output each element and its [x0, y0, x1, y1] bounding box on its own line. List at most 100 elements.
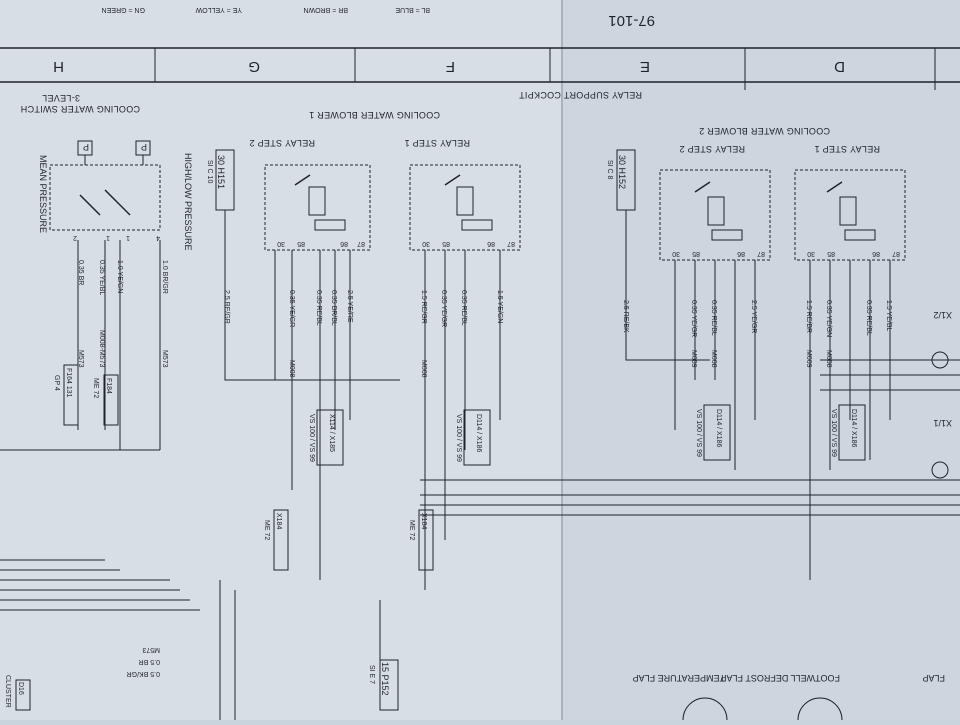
connector-h-a: F164 131: [65, 368, 72, 398]
wire-e-1: 2.5 RE/BK: [622, 300, 629, 333]
blower-2-title: COOLING WATER BLOWER 2: [699, 126, 830, 136]
cluster-id: D16: [17, 682, 24, 695]
relay-d-pin-85: 85: [827, 250, 835, 257]
relay-d-pin-30: 30: [807, 250, 815, 257]
wire-g-2: 0.35 YE/GR: [288, 290, 295, 327]
wire-harness: [0, 210, 960, 720]
wire-d-4: 1.5 YE/BL: [885, 300, 892, 332]
wire-h-2: 0.35 YE/BL: [98, 260, 105, 295]
wire-f-5: M008: [420, 360, 427, 378]
relay-e-pin-30: 30: [672, 250, 680, 257]
connector-f-a: D114 / X186: [475, 414, 482, 453]
connectors: F164 131 GP 4 F184 ME 72 X114 / X185 VS …: [4, 310, 952, 711]
wire-e-3: 0.35 RE/BL: [710, 300, 717, 336]
pressure-p-1: P: [141, 142, 147, 152]
flap-label: FLAP: [922, 673, 945, 683]
connector-e-a: D114 / X186: [715, 409, 722, 448]
cooling-water-switch: P P 2 1 1 4: [49, 140, 161, 241]
connector-f-b: X184: [420, 513, 427, 529]
wire-g-4: 0.35 BR/BL: [330, 290, 337, 326]
connector-h-b: F184: [105, 378, 112, 394]
connector-g-a-side: VS 100 / VS 99: [308, 414, 315, 462]
relay-g-pin-30: 30: [277, 240, 285, 247]
connector-x1-2: X1/2: [933, 310, 952, 320]
wire-e-2: 0.35 YE/GR: [690, 300, 697, 337]
wire-bottom-2: 0.5 BR: [139, 658, 160, 665]
connector-g-a: X114 / X185: [328, 414, 335, 452]
wire-f-4: 1.5 YE/GN: [496, 290, 503, 323]
zone-h: H: [53, 58, 64, 75]
relay-f-title: RELAY STEP 1: [404, 138, 470, 148]
wire-f-2: 0.35 YE/GR: [440, 290, 447, 327]
wire-h-7: M573: [161, 350, 168, 368]
zone-f: F: [446, 58, 455, 75]
switch-title-line2: COOLING WATER SWITCH: [21, 104, 141, 114]
relay-f-pin-87: 87: [507, 240, 515, 247]
relay-e-pin-86: 86: [737, 250, 745, 257]
wire-d-1: 1.5 RE/BR: [805, 300, 812, 333]
connector-h-a-side: GP 4: [53, 375, 60, 391]
fuse-p152-side: SI E 7: [368, 665, 375, 684]
wire-g-3: 0.35 RE/BL: [315, 290, 322, 326]
connector-x1-1: X1/1: [933, 418, 952, 428]
fuse-p152-label: 15 P152: [380, 662, 390, 696]
relay-e-pin-87: 87: [757, 250, 765, 257]
wire-g-1: 2.5 RE/GR: [223, 290, 230, 324]
wire-e-5: M009: [690, 350, 697, 368]
pressure-p-2: P: [83, 142, 89, 152]
zone-g: G: [248, 58, 260, 75]
connector-g-b-side: ME 72: [263, 520, 270, 540]
wire-d-6: M008: [825, 350, 832, 368]
wire-e-4: 2.5 YE/GR: [750, 300, 757, 333]
fuse-p152: [379, 659, 399, 711]
legend-brown: BR = BROWN: [303, 6, 348, 13]
wire-h-4: 1.0 BR/GR: [161, 260, 168, 294]
fuse-h151-label: 30 H151: [216, 155, 226, 189]
relay-g-pin-87: 87: [357, 240, 365, 247]
page-number: 97-101: [608, 12, 655, 29]
relay-d-title: RELAY STEP 1: [814, 144, 880, 154]
switch-title-line1: 3-LEVEL: [42, 93, 80, 103]
relay-g-title: RELAY STEP 2: [249, 138, 315, 148]
connector-g-b: X184: [275, 513, 282, 529]
relay-f-pin-30: 30: [422, 240, 430, 247]
temperature-flap-label: TEMPERATURE FLAP: [633, 673, 725, 683]
footwell-defrost-flap-label: FOOTWELL DEFROST FLAP: [720, 673, 840, 683]
wire-f-1: 1.5 RE/GR: [420, 290, 427, 324]
relay-g-pin-85: 85: [297, 240, 305, 247]
switch-pin-4: 4: [156, 234, 160, 241]
legend-green: GN = GREEN: [102, 6, 145, 13]
wire-bottom-1: M573: [142, 646, 160, 653]
legend-yellow: YE = YELLOW: [195, 6, 242, 13]
wire-h-5: M573: [77, 350, 84, 368]
legend-blue: BL = BLUE: [395, 6, 430, 13]
mean-pressure-label: MEAN PRESSURE: [38, 155, 48, 233]
connector-f-a-side: VS 100 / VS 99: [455, 414, 462, 462]
relay-d-pin-87: 87: [892, 250, 900, 257]
zone-d: D: [834, 58, 845, 75]
relay-e-pin-85: 85: [692, 250, 700, 257]
fuse-h152-label: 30 H152: [617, 155, 627, 189]
relay-g: 30 87 85 86: [264, 164, 371, 251]
switch-pin-2: 2: [73, 234, 77, 241]
fuse-h151-side: SI C 10: [206, 160, 213, 183]
connector-f-b-side: ME 72: [408, 520, 415, 540]
relay-support-title: RELAY SUPPORT COCKPIT: [519, 90, 642, 100]
wire-d-5: M009: [805, 350, 812, 368]
relay-f-pin-85: 85: [442, 240, 450, 247]
wire-g-5: 2.5 YE/RE: [346, 290, 353, 323]
wire-g-6: M008: [288, 360, 295, 378]
wire-h-1: 0.35 BR: [77, 260, 84, 285]
connector-h-b-side: ME 72: [92, 378, 99, 398]
connector-d-a: D114 / X186: [850, 409, 857, 448]
relay-d-pin-86: 86: [872, 250, 880, 257]
switch-pin-1b: 1: [126, 234, 130, 241]
wire-d-2: 0.35 YE/GN: [825, 300, 832, 337]
wire-h-3: 1.0 YE/GN: [116, 260, 123, 293]
relay-g-pin-86: 86: [340, 240, 348, 247]
wire-f-3: 0.35 RE/BL: [460, 290, 467, 326]
blower-1-title: COOLING WATER BLOWER 1: [309, 110, 440, 120]
wire-d-3: 0.35 RE/BL: [865, 300, 872, 336]
